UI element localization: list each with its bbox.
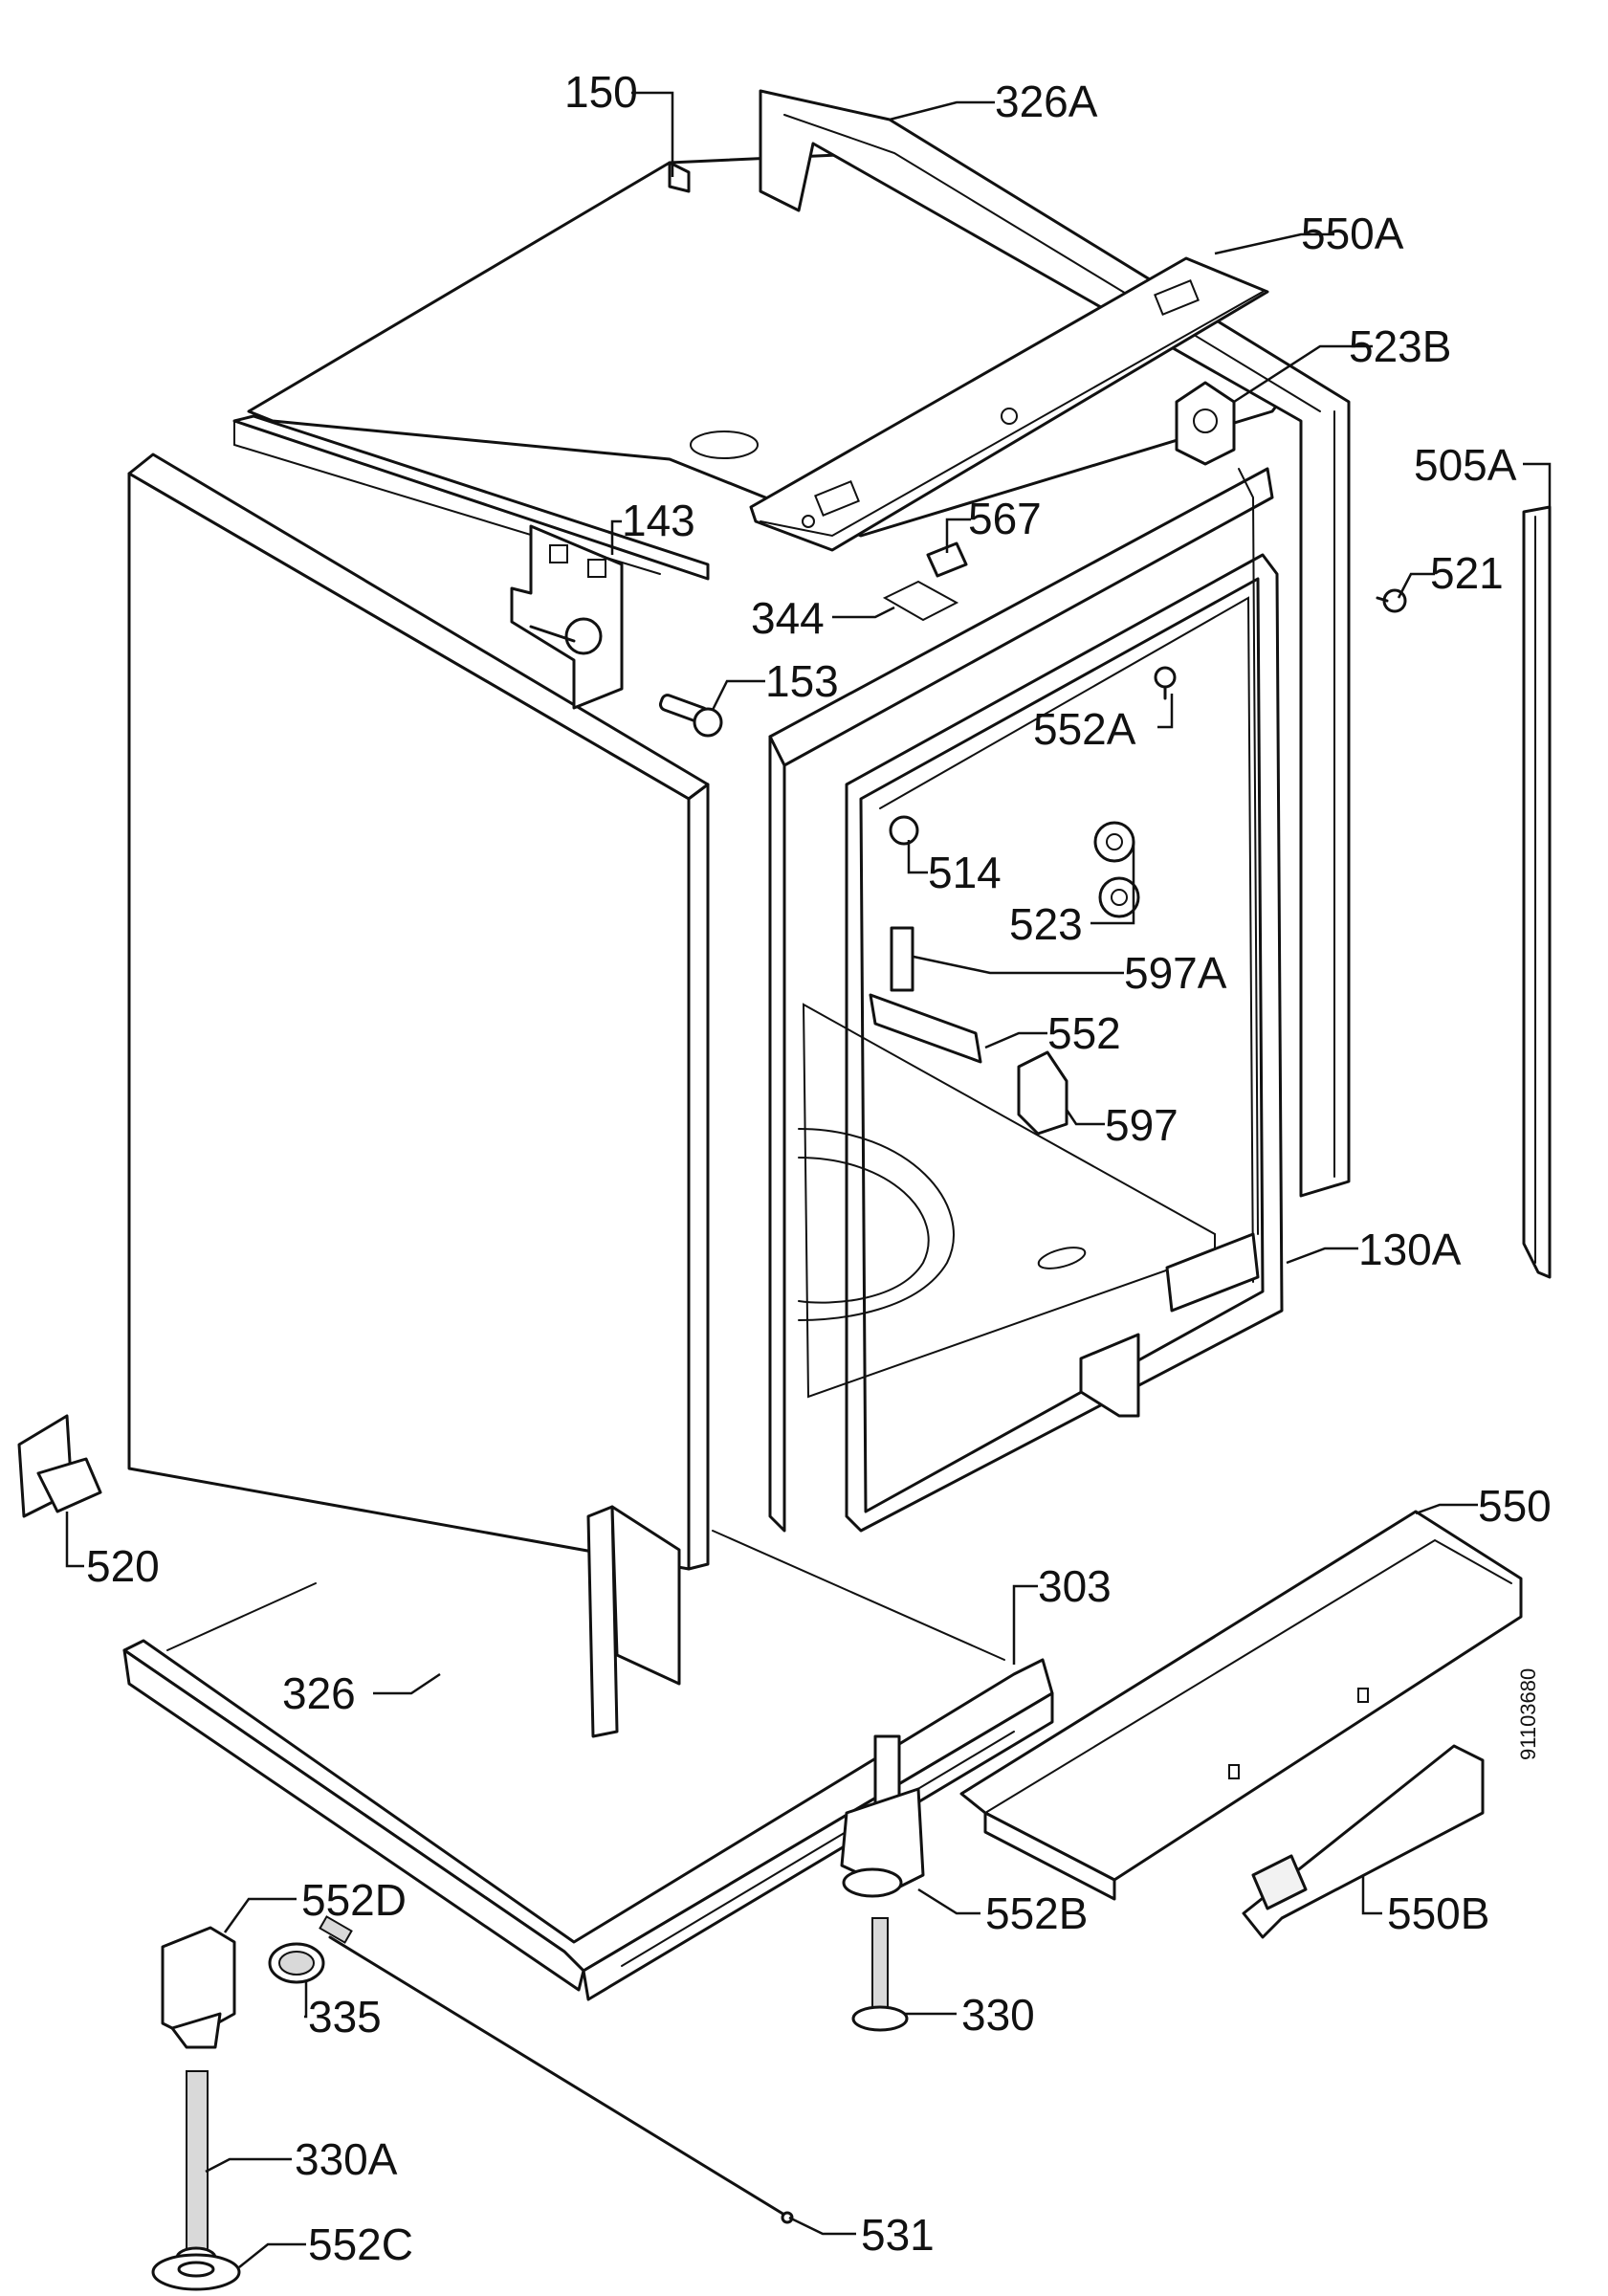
callout-552b: 552B xyxy=(985,1888,1088,1938)
callout-344: 344 xyxy=(751,593,825,643)
door-seal-505a xyxy=(1522,505,1552,1279)
callout-514: 514 xyxy=(928,848,1002,897)
callout-552d: 552D xyxy=(301,1875,407,1925)
spring-344 xyxy=(882,580,959,622)
callout-597: 597 xyxy=(1105,1100,1178,1150)
callout-520: 520 xyxy=(86,1541,160,1591)
rail-552 xyxy=(869,993,982,1064)
drawing-reference-number: 91103680 xyxy=(1516,1668,1540,1760)
bracket-550b xyxy=(1242,1744,1485,1939)
guide-597a xyxy=(890,926,914,992)
screw-330 xyxy=(851,1917,909,2032)
base-frame-303 xyxy=(122,1530,1054,2001)
mounting-rail-550a xyxy=(749,256,1269,552)
side-rails-326 xyxy=(586,1505,681,1738)
callout-330: 330 xyxy=(961,1990,1035,2040)
callout-330a: 330A xyxy=(295,2134,398,2184)
side-panel xyxy=(127,453,710,1571)
callout-521: 521 xyxy=(1430,548,1504,598)
rod-531 xyxy=(319,1915,794,2224)
callout-505a: 505A xyxy=(1414,440,1517,490)
grommet-514 xyxy=(889,815,919,846)
callout-552a: 552A xyxy=(1033,704,1136,754)
callout-550: 550 xyxy=(1478,1481,1552,1531)
leader-lines xyxy=(65,91,1552,2268)
tub-interior xyxy=(798,1003,1260,1418)
callout-326a: 326A xyxy=(995,77,1098,126)
roller-523b xyxy=(1175,381,1236,466)
foot-bracket-552d xyxy=(161,1926,236,2049)
stop-597 xyxy=(1017,1050,1068,1136)
callout-597a: 597A xyxy=(1124,948,1227,998)
bolt-153 xyxy=(658,694,723,738)
callout-153: 153 xyxy=(765,656,839,706)
callout-552c: 552C xyxy=(308,2219,413,2269)
callout-303: 303 xyxy=(1038,1561,1112,1611)
callout-523b: 523B xyxy=(1349,321,1451,371)
callout-550b: 550B xyxy=(1387,1888,1489,1938)
callout-labels: 150 326A 550A 523B 505A 521 143 567 344 … xyxy=(86,67,1552,2269)
callout-335: 335 xyxy=(308,1992,382,2042)
tub-front-frame xyxy=(768,467,1284,1533)
washer-552c xyxy=(151,2253,241,2291)
callout-550a: 550A xyxy=(1301,209,1404,258)
foot-552b xyxy=(840,1734,925,1898)
callout-552: 552 xyxy=(1047,1008,1121,1058)
callout-130a: 130A xyxy=(1358,1225,1462,1274)
roller-523 xyxy=(1093,821,1140,918)
callout-150: 150 xyxy=(564,67,638,117)
rear-top-frame xyxy=(232,161,710,581)
screw-552a xyxy=(1154,666,1177,700)
hinge-143 xyxy=(510,524,624,710)
plinth-550 xyxy=(959,1510,1523,1901)
callout-523: 523 xyxy=(1009,899,1083,949)
gear-335 xyxy=(268,1942,325,1984)
callout-531: 531 xyxy=(861,2210,935,2260)
callout-143: 143 xyxy=(622,496,695,545)
bracket-520 xyxy=(17,1414,102,1518)
callout-326: 326 xyxy=(282,1668,356,1718)
callout-567: 567 xyxy=(968,494,1042,543)
